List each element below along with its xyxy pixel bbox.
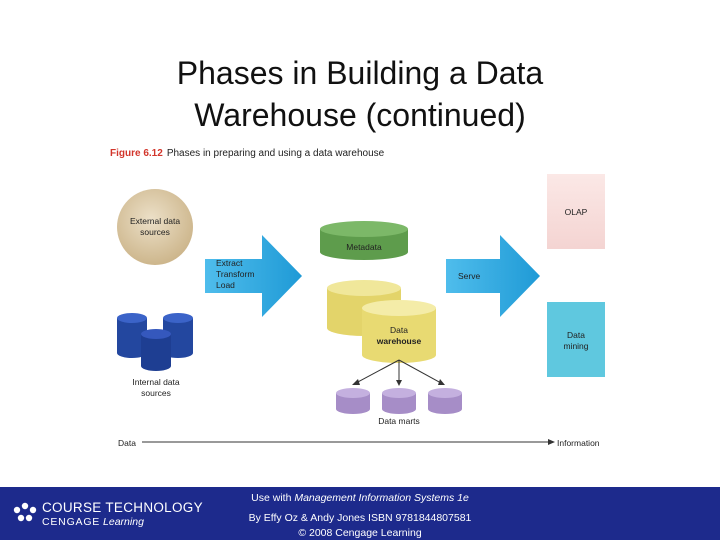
figure-caption-text: Phases in preparing and using a data war… xyxy=(166,148,385,159)
serve-arrow: Serve xyxy=(446,235,540,317)
mining-label-line1: Data xyxy=(567,330,585,340)
data-mining-box-bg xyxy=(547,302,605,377)
internal-db-1 xyxy=(117,313,147,358)
cengage-logo-icon xyxy=(13,502,37,522)
data-mart-2 xyxy=(382,388,416,414)
footer-bar: COURSE TECHNOLOGY CENGAGE Learning Use w… xyxy=(0,487,720,540)
figure-number: Figure 6.12 xyxy=(110,148,163,159)
footer-use-with: Use with Management Information Systems … xyxy=(240,492,480,504)
logo-cengage-word: CENGAGE xyxy=(42,516,101,528)
etl-arrow-shape xyxy=(205,235,302,317)
axis-end-label: Information xyxy=(557,438,600,448)
etl-label-line1: Extract xyxy=(216,258,243,268)
logo-cengage: CENGAGE Learning xyxy=(42,516,144,528)
warehouse-label-line1: Data xyxy=(390,325,408,335)
footer-copyright: © 2008 Cengage Learning xyxy=(298,527,422,539)
data-to-information-axis: Data Information xyxy=(118,438,600,448)
data-mart-1 xyxy=(336,388,370,414)
serve-arrow-shape xyxy=(446,235,540,317)
slide-title: Phases in Building a Data Warehouse (con… xyxy=(0,52,720,136)
internal-db-3 xyxy=(141,329,171,371)
etl-label-line3: Load xyxy=(216,280,235,290)
external-label-line1: External data xyxy=(130,216,180,226)
olap-label: OLAP xyxy=(565,207,588,217)
slide-title-line2: Warehouse (continued) xyxy=(194,97,526,133)
metadata-label: Metadata xyxy=(346,242,382,252)
internal-label-line2: sources xyxy=(141,388,171,398)
axis-arrowhead xyxy=(548,439,555,445)
logo-course-technology: COURSE TECHNOLOGY xyxy=(42,500,203,515)
mart-connector-arrows xyxy=(352,359,445,386)
serve-label: Serve xyxy=(458,271,480,281)
axis-start-label: Data xyxy=(118,438,136,448)
metadata-cylinder: Metadata xyxy=(320,221,408,260)
data-marts: Data marts xyxy=(336,388,462,426)
external-data-sources: External data sources xyxy=(117,189,193,265)
olap-box-bg xyxy=(547,174,605,249)
internal-label-line1: Internal data xyxy=(132,377,180,387)
internal-data-sources: Internal data sources xyxy=(117,313,193,398)
data-warehouse-cylinders: Data warehouse xyxy=(327,280,436,363)
course-technology-logo: COURSE TECHNOLOGY CENGAGE Learning xyxy=(12,500,212,530)
etl-label-line2: Transform xyxy=(216,269,254,279)
data-mining-box: Data mining xyxy=(547,302,605,377)
data-warehouse-diagram: External data sources Extract Transform … xyxy=(117,174,605,448)
footer-authors: By Effy Oz & Andy Jones ISBN 97818448075… xyxy=(248,512,472,524)
olap-box: OLAP xyxy=(547,174,605,249)
external-label-line2: sources xyxy=(140,227,170,237)
logo-learning-word: Learning xyxy=(100,516,144,528)
footer-use-with-prefix: Use with xyxy=(251,492,295,504)
external-data-disc xyxy=(117,189,193,265)
slide-title-line1: Phases in Building a Data xyxy=(176,55,544,91)
mining-label-line2: mining xyxy=(563,341,588,351)
data-marts-label: Data marts xyxy=(378,416,420,426)
data-mart-3 xyxy=(428,388,462,414)
footer-book-title: Management Information Systems 1e xyxy=(294,492,469,504)
etl-arrow: Extract Transform Load xyxy=(205,235,302,317)
warehouse-label-line2: warehouse xyxy=(376,336,422,346)
